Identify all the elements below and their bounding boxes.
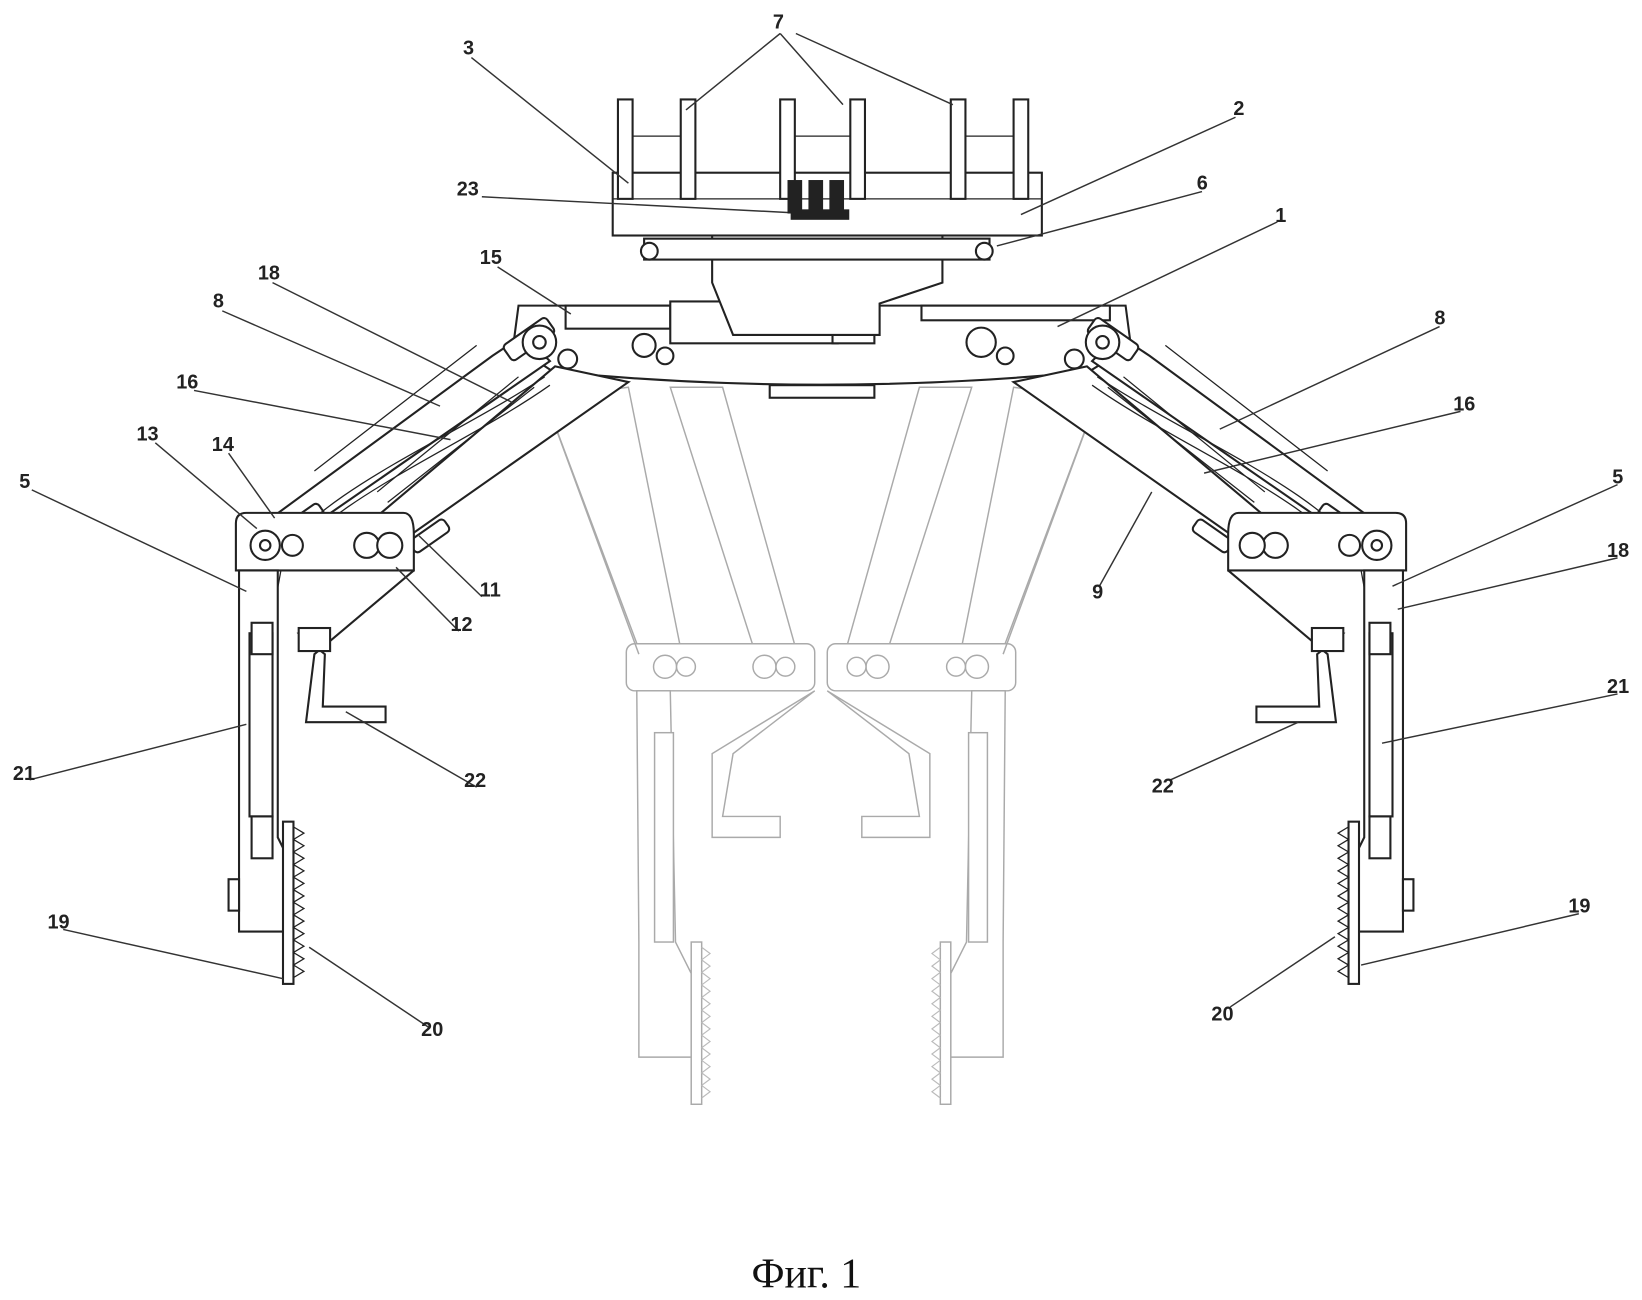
- label-16-right: 16: [1453, 393, 1475, 415]
- label-5-right: 5: [1612, 467, 1623, 489]
- label-12: 12: [450, 614, 472, 636]
- label-16-left: 16: [176, 371, 198, 393]
- label-3: 3: [463, 37, 474, 59]
- arm-right: [1012, 315, 1415, 985]
- label-5-left: 5: [19, 471, 30, 493]
- ghost-arm-right: [826, 386, 1099, 1106]
- label-11: 11: [480, 580, 501, 602]
- leader-lines: [29, 32, 1618, 1029]
- label-18-left: 18: [258, 262, 280, 284]
- label-23: 23: [457, 179, 479, 201]
- label-21-left: 21: [13, 763, 35, 785]
- label-6: 6: [1197, 172, 1208, 194]
- label-15: 15: [480, 247, 502, 269]
- label-21-right: 21: [1607, 676, 1629, 698]
- label-19-left: 19: [47, 911, 69, 933]
- label-18-right: 18: [1607, 540, 1629, 562]
- mount-head: [611, 98, 1043, 336]
- ghost-arm-left: [543, 386, 816, 1106]
- label-8-left: 8: [213, 291, 224, 313]
- label-7: 7: [773, 11, 784, 33]
- label-22-left: 22: [464, 770, 486, 792]
- reference-labels: 7 3 2 23 6 1 15 18 8 16 13 14 5 11 12 21…: [13, 11, 1629, 1041]
- label-14: 14: [212, 434, 234, 456]
- label-9: 9: [1092, 582, 1103, 604]
- label-13: 13: [136, 424, 158, 446]
- label-22-right: 22: [1152, 775, 1174, 797]
- label-2: 2: [1233, 98, 1244, 120]
- label-20-right: 20: [1211, 1004, 1233, 1026]
- arm-left: [227, 315, 630, 985]
- figure-caption: Фиг. 1: [751, 1251, 861, 1297]
- label-8-right: 8: [1434, 307, 1445, 329]
- label-1: 1: [1275, 205, 1286, 227]
- label-19-right: 19: [1568, 896, 1590, 918]
- label-20-left: 20: [421, 1019, 443, 1041]
